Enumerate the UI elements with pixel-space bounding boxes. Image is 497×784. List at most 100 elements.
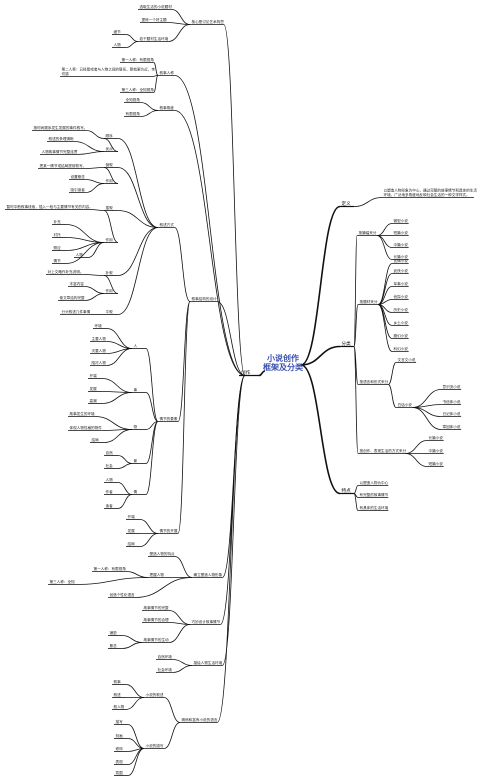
connector-line xyxy=(219,375,246,625)
connector-line xyxy=(125,684,145,698)
branch-label: 分类 xyxy=(342,340,352,347)
connector-line xyxy=(216,301,246,376)
node-label: 故事发生的环境 xyxy=(70,411,96,416)
node-label: 描绘人物生活环境 xyxy=(194,660,223,665)
connector-line xyxy=(117,227,159,276)
node-label: 主要人物 xyxy=(92,336,107,341)
connector-line xyxy=(101,392,133,404)
node-label: 武侠小说 xyxy=(394,268,409,273)
connector-line xyxy=(172,659,193,666)
node-label: 补叙 xyxy=(106,270,114,275)
node-label: 白话小说 xyxy=(398,402,413,407)
connector-line xyxy=(168,24,191,42)
connector-line xyxy=(140,102,159,111)
node-label: 作用 xyxy=(106,178,114,183)
node-label: 补充 xyxy=(54,219,62,224)
node-label: 言情小说 xyxy=(394,258,409,263)
connector-line xyxy=(377,304,393,339)
node-label: 小说的叙述 xyxy=(146,692,164,697)
node-label: 第一人称：有限视角 xyxy=(94,566,127,571)
connector-line xyxy=(134,577,193,598)
connector-line xyxy=(83,274,105,276)
node-label: 开端 xyxy=(90,373,98,378)
node-label: 第二人称：已经是或者与人物之间的联系，那就更为近，亲切感 xyxy=(62,66,156,76)
node-label: 表现 xyxy=(116,759,124,764)
node-label: 塑造人物的特点 xyxy=(150,551,176,556)
connector-line xyxy=(127,738,145,749)
node-label: 设置悬念 xyxy=(71,174,86,179)
node-label: 社会环境 xyxy=(158,667,173,672)
connector-line xyxy=(139,533,159,547)
connector-line xyxy=(163,722,181,749)
node-label: 按创作、表现生活的方式来分 xyxy=(360,448,407,453)
connector-line xyxy=(376,235,393,260)
node-label: 自然环境 xyxy=(158,654,173,659)
connector-line xyxy=(174,556,193,578)
node-label: 中篇小说 xyxy=(429,448,444,453)
connector-line xyxy=(77,151,105,155)
node-label: 按题材来分 xyxy=(360,299,378,304)
node-label: 情 xyxy=(134,489,138,494)
connector-line xyxy=(103,210,119,243)
node-label: 使文章结构完整 xyxy=(60,295,86,300)
node-label: 叙人物 xyxy=(114,704,125,709)
connector-line xyxy=(127,748,145,776)
node-label: 选取生活的小说题材 xyxy=(140,4,173,9)
connector-line xyxy=(353,493,359,511)
node-label: 景 xyxy=(134,458,138,463)
node-label: 修饰 xyxy=(116,746,124,751)
connector-line xyxy=(388,362,397,385)
node-label: 人物故事情节完整连贯 xyxy=(42,149,78,154)
connector-line xyxy=(90,209,105,211)
node-label: 优点 xyxy=(106,146,114,151)
node-label: 把握人物 xyxy=(150,572,165,577)
connector-line xyxy=(377,235,393,248)
node-label: 第三人称：全知视角 xyxy=(122,87,155,92)
connector-line xyxy=(73,141,105,152)
connector-line xyxy=(125,41,139,48)
node-label: 次要人物 xyxy=(92,348,107,353)
node-label: 社会 xyxy=(106,463,114,468)
connector-line xyxy=(125,34,139,42)
node-label: 军事小说 xyxy=(394,281,409,286)
node-label: 悬念 xyxy=(110,643,118,648)
node-label: 分头叙述几件事情 xyxy=(62,309,91,314)
node-label: 有限视角 xyxy=(126,111,141,116)
node-label: 情节 xyxy=(54,258,62,263)
node-label: 创造个性化语言 xyxy=(110,592,136,597)
node-label: 刻画 xyxy=(116,733,124,738)
connector-line xyxy=(412,404,442,408)
connector-line xyxy=(101,378,133,393)
node-label: 中篇小说 xyxy=(394,242,409,247)
node-label: 人物 xyxy=(114,42,122,47)
node-labels: 小说创作框架及分类定义以塑造人物形象为中心，通过完整的故事情节和具体的生活环境，… xyxy=(7,4,478,775)
connector-line xyxy=(300,364,341,495)
node-label: 体现人物性格的物件 xyxy=(70,425,103,430)
node-label: 提炼一个好主题 xyxy=(142,17,168,22)
node-label: 小说的描写 xyxy=(146,743,164,748)
node-label: 乡土小说 xyxy=(394,320,409,325)
node-label: 叙事角度 xyxy=(160,105,175,110)
connector-line xyxy=(412,389,442,408)
branch-label: 定义 xyxy=(342,200,352,207)
node-label: 作用 xyxy=(106,237,114,242)
connector-line xyxy=(121,642,143,649)
connector-line xyxy=(216,375,246,723)
node-label: 高潮 xyxy=(90,398,98,403)
node-label: 第一人称：有限视角 xyxy=(122,57,155,62)
connector-line xyxy=(151,75,159,77)
node-label: 叙事人称 xyxy=(160,70,175,75)
connector-line xyxy=(103,167,119,184)
node-label: 环境 xyxy=(95,323,103,328)
node-label: 陪衬人物 xyxy=(92,360,107,365)
node-label: 科幻小说 xyxy=(394,346,409,351)
node-label: 侦探小说 xyxy=(394,294,409,299)
node-label: 叙事 xyxy=(114,679,122,684)
node-label: 事 xyxy=(134,387,138,392)
node-label: 故事情节的完整 xyxy=(144,605,170,610)
node-label: 长篇小说 xyxy=(394,254,409,259)
central-topic: 小说创作框架及分类 xyxy=(263,353,303,372)
connector-line xyxy=(103,429,133,443)
connector-line xyxy=(412,407,442,417)
node-label: 作者 xyxy=(106,489,114,494)
